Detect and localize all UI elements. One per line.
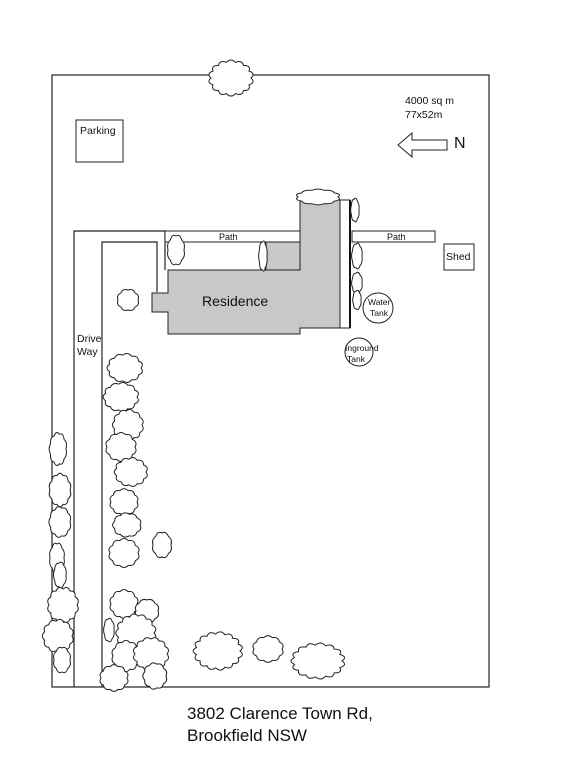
tree-icon <box>290 642 346 680</box>
north-arrow <box>397 131 448 159</box>
tree-icon <box>52 561 67 589</box>
path-left-label: Path <box>219 232 238 242</box>
path-right-label: Path <box>387 232 406 242</box>
water-tank-label-line2: Tank <box>370 308 389 318</box>
tree-icon <box>167 234 185 266</box>
tree-icon <box>102 382 139 412</box>
tree-icon <box>109 488 139 516</box>
tree-icon <box>103 617 115 643</box>
tree-icon <box>192 631 243 671</box>
parking-label: Parking <box>80 125 116 137</box>
inground-tank <box>344 337 374 367</box>
tree-icon <box>48 472 72 508</box>
tree-icon <box>113 457 148 487</box>
site-area-label: 4000 sq m <box>405 95 454 107</box>
water-tank <box>362 292 394 324</box>
tree-icon <box>53 646 71 674</box>
address-line2: Brookfield NSW <box>187 726 307 745</box>
tree-icon <box>48 506 72 538</box>
address: 3802 Clarence Town Rd, Brookfield NSW <box>187 703 373 747</box>
shed-label: Shed <box>446 251 471 263</box>
tree-icon <box>208 59 254 97</box>
tree-icon <box>47 587 79 623</box>
verandah <box>339 199 351 329</box>
tree-icon <box>258 240 268 272</box>
residence-annex <box>265 241 301 271</box>
tree-icon <box>117 289 139 311</box>
tree-icon <box>351 242 363 270</box>
residence-footprint <box>151 199 341 335</box>
driveway-inner-edge <box>101 241 158 687</box>
address-line1: 3802 Clarence Town Rd, <box>187 704 373 723</box>
driveway-label-line2: Way <box>77 346 98 358</box>
north-label: N <box>454 135 466 152</box>
tree-icon <box>296 188 340 206</box>
tree-icon <box>99 664 129 692</box>
driveway <box>73 230 166 687</box>
trees <box>41 59 363 692</box>
shed-box <box>443 243 475 271</box>
tree-icon <box>112 512 142 538</box>
tree-icon <box>111 639 141 673</box>
tree-icon <box>352 289 362 311</box>
inground-tank-label-line2: Tank <box>347 354 366 364</box>
tree-icon <box>105 432 137 462</box>
parking-box <box>75 119 124 163</box>
site-dimensions-label: 77x52m <box>405 109 443 121</box>
tree-icon <box>142 662 168 690</box>
inground-tank-label-line1: Inground <box>345 343 379 353</box>
tree-icon <box>106 353 143 383</box>
tree-icon <box>350 197 360 223</box>
property-boundary <box>51 74 490 688</box>
driveway-label-line1: Drive <box>77 333 102 345</box>
path-right <box>351 230 436 243</box>
tree-icon <box>351 271 363 295</box>
tree-icon <box>152 531 172 559</box>
tree-icon <box>108 538 140 568</box>
site-plan: 4000 sq m 77x52m N Parking Shed Residenc… <box>41 59 490 692</box>
water-tank-label-line1: Water <box>368 297 391 307</box>
tree-icon <box>48 432 67 466</box>
tree-icon <box>41 618 74 654</box>
tree-icon <box>252 635 284 663</box>
residence-label: Residence <box>202 293 268 309</box>
